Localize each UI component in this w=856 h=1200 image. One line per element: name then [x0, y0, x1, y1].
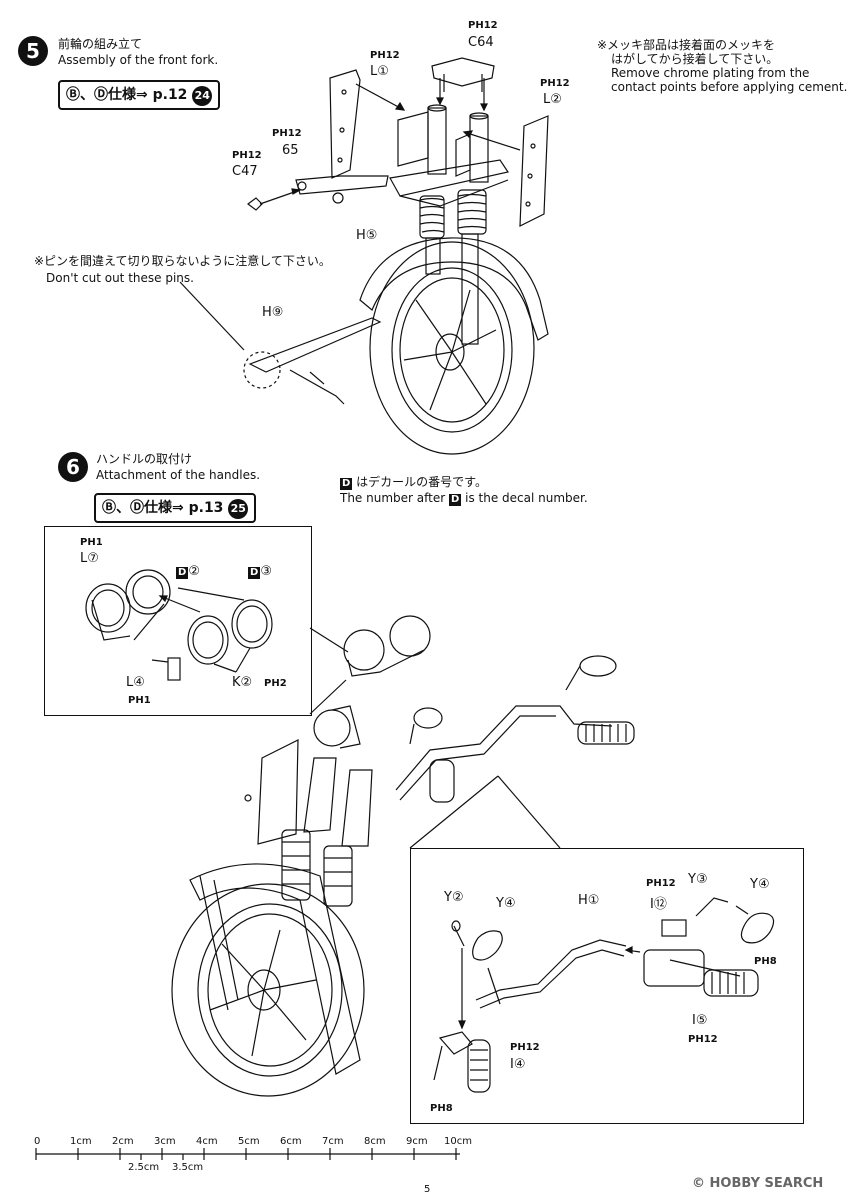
part-y4-left: Y④ — [496, 896, 516, 911]
part-i4: I④ — [510, 1057, 526, 1072]
part-l2-ph: PH12 — [540, 78, 570, 89]
part-c47-ph: PH12 — [232, 150, 262, 161]
ruler-tick-6: 6cm — [280, 1136, 302, 1147]
part-k2-ph: PH2 — [264, 678, 287, 689]
decal-icon: D — [248, 567, 261, 579]
watermark-text: HOBBY SEARCH — [709, 1176, 824, 1191]
decal-d2-number: ② — [188, 564, 200, 579]
chrome-note-jp-2: はがしてから接着して下さい。 — [611, 52, 779, 66]
part-c47: C47 — [232, 164, 258, 179]
ruler-tick-2: 2cm — [112, 1136, 134, 1147]
part-ph8-right: PH8 — [754, 956, 777, 967]
decal-icon: D — [340, 478, 353, 490]
ruler-sub-3-5: 3.5cm — [172, 1162, 204, 1173]
pin-note-jp: ※ピンを間違えて切り取らないように注意して下さい。 — [34, 254, 331, 268]
decal-icon: D — [176, 567, 189, 579]
chrome-note-jp-1: ※メッキ部品は接着面のメッキを — [597, 38, 776, 52]
pin-note-en: Don't cut out these pins. — [46, 271, 194, 285]
part-65: 65 — [282, 143, 299, 158]
ruler-tick-9: 9cm — [406, 1136, 428, 1147]
part-l1-ph: PH12 — [370, 50, 400, 61]
part-l4: L④ — [126, 675, 145, 690]
decal-note-jp-text: はデカールの番号です。 — [356, 475, 487, 489]
part-h1: H① — [578, 893, 600, 908]
spec-ref-text: Ⓑ、Ⓓ仕様⇒ p.12 — [66, 87, 188, 103]
chrome-note-en-1: Remove chrome plating from the — [611, 66, 810, 80]
step-5-number: 5 — [18, 36, 48, 66]
part-y2: Y② — [444, 890, 464, 905]
step-6-number: 6 — [58, 452, 88, 482]
step-5-title-jp: 前輪の組み立て — [58, 37, 143, 51]
decal-note-en: The number after D is the decal number. — [340, 491, 588, 506]
ruler-tick-8: 8cm — [364, 1136, 386, 1147]
part-i12: I⑫ — [650, 897, 667, 912]
step-6-title-en: Attachment of the handles. — [96, 468, 261, 482]
ruler-tick-3: 3cm — [154, 1136, 176, 1147]
part-c64-ph: PH12 — [468, 20, 498, 31]
part-l1: L① — [370, 64, 389, 79]
step-6-spec-reference: Ⓑ、Ⓓ仕様⇒ p.13 25 — [94, 493, 257, 523]
ruler-tick-5: 5cm — [238, 1136, 260, 1147]
ruler-tick-1: 1cm — [70, 1136, 92, 1147]
part-65-ph: PH12 — [272, 128, 302, 139]
part-i12-ph: PH12 — [646, 878, 676, 889]
ruler-sub-2-5: 2.5cm — [128, 1162, 160, 1173]
ruler-tick-4: 4cm — [196, 1136, 218, 1147]
part-l2: L② — [543, 92, 562, 107]
spec-ref-circle-number: 24 — [192, 86, 213, 106]
ruler-tick-7: 7cm — [322, 1136, 344, 1147]
part-i5: I⑤ — [692, 1013, 708, 1028]
step-6-title-jp: ハンドルの取付け — [96, 452, 193, 466]
part-h5: H⑤ — [356, 228, 378, 243]
copyright-symbol: © — [692, 1176, 705, 1191]
part-k2: K② — [232, 675, 253, 690]
decal-note-en-b: is the decal number. — [465, 491, 588, 505]
part-y3: Y③ — [688, 872, 708, 887]
decal-note-en-a: The number after — [340, 491, 446, 505]
part-i4-ph: PH12 — [510, 1042, 540, 1053]
page-number: 5 — [424, 1184, 431, 1195]
side-plate-left-shape — [329, 69, 361, 179]
inset-handlebars — [410, 848, 804, 1124]
spec-ref-text: Ⓑ、Ⓓ仕様⇒ p.13 — [102, 500, 224, 516]
part-h9: H⑨ — [262, 305, 284, 320]
decal-note-jp: D はデカールの番号です。 — [340, 475, 487, 490]
step-5-title-en: Assembly of the front fork. — [58, 53, 219, 67]
decal-icon: D — [449, 494, 462, 506]
decal-d3-number: ③ — [260, 564, 272, 579]
part-i5-ph: PH12 — [688, 1034, 718, 1045]
chrome-note-en-2: contact points before applying cement. — [611, 80, 848, 94]
part-ph8-left: PH8 — [430, 1103, 453, 1114]
part-l7-ph: PH1 — [80, 537, 103, 548]
watermark: © HOBBY SEARCH — [692, 1176, 823, 1191]
part-c64: C64 — [468, 35, 494, 50]
part-l4-ph: PH1 — [128, 695, 151, 706]
part-l7: L⑦ — [80, 551, 99, 566]
part-y4-right: Y④ — [750, 877, 770, 892]
spec-ref-circle-number: 25 — [228, 499, 249, 519]
step-5-spec-reference: Ⓑ、Ⓓ仕様⇒ p.12 24 — [58, 80, 221, 110]
ruler-tick-10: 10cm — [444, 1136, 472, 1147]
ruler-tick-0: 0 — [34, 1136, 41, 1147]
